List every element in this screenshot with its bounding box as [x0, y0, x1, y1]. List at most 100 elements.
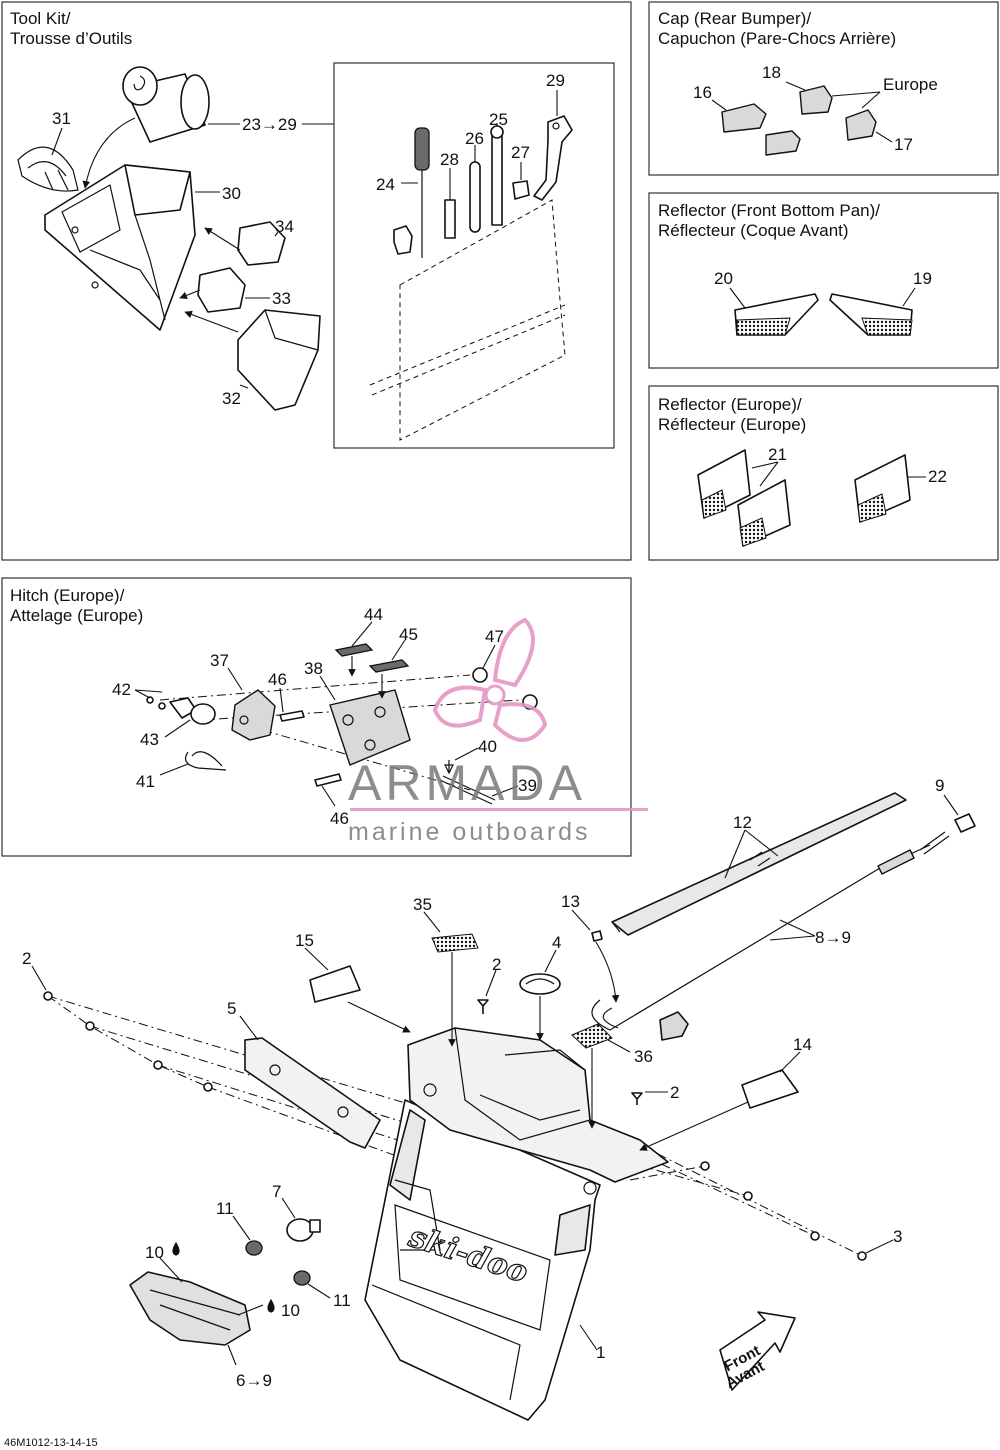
hex-key: [444, 199, 456, 239]
label-46a: 46: [268, 670, 287, 689]
decal-36: [571, 1023, 613, 1049]
label-10a: 10: [145, 1243, 164, 1262]
label-23-29: 23→29: [242, 115, 297, 134]
strip-44: [334, 643, 374, 657]
label-47: 47: [485, 627, 504, 646]
europe-note: Europe: [883, 75, 938, 94]
label-8-9: 8→9: [815, 928, 851, 947]
screwdriver: [393, 127, 430, 258]
gauge-4: [519, 973, 561, 995]
label-22: 22: [928, 467, 947, 486]
hitch-title-1: Hitch (Europe)/: [10, 586, 125, 605]
tool-kit-panel: Tool Kit/ Trousse d’Outils 23→29 31: [1, 1, 632, 561]
reflector-front-panel: Reflector (Front Bottom Pan)/ Réflecteur…: [648, 192, 999, 369]
label-36: 36: [634, 1047, 653, 1066]
propeller-icon: [432, 617, 548, 742]
cap-title-1: Cap (Rear Bumper)/: [658, 9, 811, 28]
reflector-19: [829, 293, 913, 336]
foam-32: [237, 309, 321, 411]
bolt-46a: [279, 710, 305, 722]
label-13: 13: [561, 892, 580, 911]
label-15: 15: [295, 931, 314, 950]
reflector-europe-panel: Reflector (Europe)/ Réflecteur (Europe) …: [648, 385, 999, 561]
label-32: 32: [222, 389, 241, 408]
drawing-code: 46M1012-13-14-15: [4, 1437, 98, 1449]
label-33: 33: [272, 289, 291, 308]
wrench-25: [490, 125, 504, 226]
label-42: 42: [112, 680, 131, 699]
hitch-bracket-37: [231, 689, 276, 741]
main-assembly: 2 3 ski-doo 1 5: [22, 776, 976, 1421]
label-30: 30: [222, 184, 241, 203]
reflector-europe-title-1: Reflector (Europe)/: [658, 395, 802, 414]
watermark-subtitle: marine outboards: [348, 818, 591, 846]
label-46b: 46: [330, 809, 349, 828]
label-24: 24: [376, 175, 395, 194]
label-7: 7: [272, 1182, 281, 1201]
label-4: 4: [552, 933, 561, 952]
hitch-title-2: Attelage (Europe): [10, 606, 143, 625]
hitch-knob-43: [190, 703, 216, 725]
rivets-2: [43, 991, 213, 1092]
label-26: 26: [465, 129, 484, 148]
rivets-3: [700, 1161, 867, 1261]
label-41: 41: [136, 772, 155, 791]
label-43: 43: [140, 730, 159, 749]
reflector-front-title-2: Réflecteur (Coque Avant): [658, 221, 849, 240]
label-5: 5: [227, 999, 236, 1018]
label-27: 27: [511, 143, 530, 162]
tool-box: [44, 164, 196, 331]
reflector-22: [854, 454, 911, 523]
label-34: 34: [275, 217, 294, 236]
tool-bag: [369, 199, 566, 441]
strip-45: [368, 659, 410, 673]
decal-15: [309, 965, 361, 1003]
tool-roll: [122, 66, 210, 143]
label-29: 29: [546, 71, 565, 90]
label-37: 37: [210, 651, 229, 670]
hitch-plate-38: [329, 689, 411, 766]
rivet-2b: [477, 999, 489, 1014]
light-housing-12: [611, 792, 907, 936]
reflector-europe-title-2: Réflecteur (Europe): [658, 415, 806, 434]
label-45: 45: [399, 625, 418, 644]
strap: [17, 146, 79, 192]
tool-kit-title-2: Trousse d’Outils: [10, 29, 132, 48]
label-11a: 11: [216, 1199, 234, 1218]
label-1: 1: [596, 1343, 605, 1362]
label-25: 25: [489, 110, 508, 129]
decal-35: [431, 933, 479, 953]
reflector-21: [697, 449, 791, 547]
cap-16: [721, 103, 801, 156]
label-38: 38: [304, 659, 323, 678]
rod-39: [439, 775, 496, 805]
cap-panel: Cap (Rear Bumper)/ Capuchon (Pare-Chocs …: [648, 1, 999, 176]
decal-14: [741, 1069, 799, 1109]
label-28: 28: [440, 150, 459, 169]
label-39: 39: [518, 776, 537, 795]
cap-title-2: Capuchon (Pare-Chocs Arrière): [658, 29, 896, 48]
side-trim: [244, 1037, 381, 1149]
clip-40: [444, 760, 454, 775]
label-6-9: 6→9: [236, 1371, 272, 1390]
label-31: 31: [52, 109, 71, 128]
cap-17: [845, 109, 877, 141]
label-11b: 11: [333, 1291, 351, 1310]
front-arrow-icon: Front Avant: [719, 1311, 796, 1392]
label-17: 17: [894, 135, 913, 154]
label-14: 14: [793, 1035, 812, 1054]
snow-flap: ski-doo: [364, 1099, 601, 1421]
foam-34: [237, 221, 286, 266]
label-2c: 2: [670, 1083, 679, 1102]
label-12: 12: [733, 813, 752, 832]
wrench-26: [469, 161, 481, 233]
label-10b: 10: [281, 1301, 300, 1320]
label-44: 44: [364, 605, 383, 624]
reflector-20: [734, 293, 819, 336]
label-19: 19: [913, 269, 932, 288]
label-35: 35: [413, 895, 432, 914]
taillight: [129, 1271, 251, 1346]
label-18: 18: [762, 63, 781, 82]
label-20: 20: [714, 269, 733, 288]
